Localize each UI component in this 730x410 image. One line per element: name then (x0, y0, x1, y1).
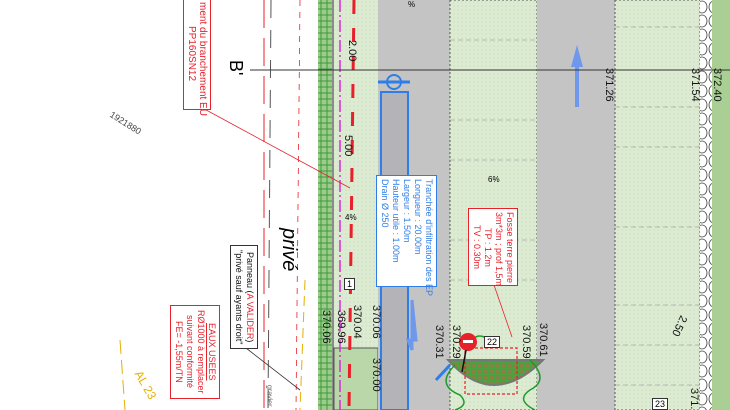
tag-1: 1 (344, 278, 356, 290)
trench-drain: Drain Ø 250 (380, 179, 390, 228)
elevation: 370.59 (520, 325, 533, 359)
stone-wall (700, 0, 712, 410)
panneau-line-2: "privé sauf ayants droit" (234, 249, 244, 345)
fosse-box: Fosse terre pierre 3m*3m ; prof 1,5m TP … (468, 208, 518, 286)
eaux-title: EAUX USEES (207, 323, 217, 381)
eaux-line-2: RØ1000 à remplacer (196, 310, 206, 394)
elevation: 369.96 (335, 310, 348, 344)
slope-top: % (408, 0, 416, 9)
sidewalk (334, 0, 378, 410)
dimension-2-00: 2.00 (346, 40, 359, 62)
parcel-line-yellow (299, 279, 306, 410)
trench-height: Hauteur utile : 1.00m (391, 179, 401, 263)
elevation: 370.31 (433, 325, 446, 359)
fosse-size: 3m*3m ; prof 1,5m (494, 212, 504, 287)
eaux-line-3: suivant conformité (185, 315, 195, 389)
sewer-line-red (347, 0, 356, 410)
elevation: 370.06 (320, 310, 333, 344)
panneau-pre: Panneau ( (245, 251, 255, 294)
elevation: 370.29 (450, 325, 463, 359)
trench-length: Longueur : 20.00m (413, 179, 423, 255)
dimension-5-00: 5.00 (342, 135, 355, 157)
trench-title: Tranchée d'infiltration des EP (424, 179, 434, 296)
elevation: 372.40 (711, 68, 724, 102)
flow-arrow-up-icon (571, 45, 583, 107)
flow-arrow-down-icon (405, 299, 418, 351)
panneau-box: Panneau (A VALIDER) "privé sauf ayants d… (230, 245, 258, 349)
fosse-tv: TV : 0.30m (472, 224, 482, 269)
branchement-line-1: ment du branchement EU (197, 2, 208, 116)
branchement-line-2: PP160SN12 (186, 26, 197, 82)
panneau-validate: A VALIDER (245, 293, 255, 340)
eaux-usees-box: EAUX USEES RØ1000 à remplacer suivant co… (170, 305, 220, 399)
trench-info-box: Tranchée d'infiltration des EP Longueur … (376, 175, 437, 296)
elevation: 370.04 (351, 305, 364, 339)
slope-6-percent: 6% (488, 175, 500, 184)
elevation: 370.06 (370, 305, 383, 339)
fosse-title: Fosse terre pierre (505, 212, 515, 284)
tag-22: 22 (484, 336, 501, 348)
trench-width: Largeur : 1.50m (402, 179, 412, 243)
elevation: 371. (688, 388, 701, 410)
hedge-strip (318, 0, 332, 410)
gravier-label: gravier (265, 385, 273, 407)
elevation: 371.54 (689, 68, 702, 102)
tree-pit (445, 359, 546, 386)
slope-4-percent: 4% (345, 213, 357, 222)
elevation: 371.26 (603, 68, 616, 102)
section-marker: B' (225, 60, 246, 76)
tag-23: 23 (652, 398, 669, 410)
fosse-tp: TP : 1.2m (483, 227, 493, 267)
elevation: 370.00 (370, 358, 383, 392)
prive-label: privé (278, 228, 300, 272)
boundary-line (267, 0, 272, 410)
elevation: 370.61 (537, 323, 550, 357)
eaux-line-4: FE= -1,55m/TN (174, 321, 184, 383)
panneau-post: ) (245, 339, 255, 343)
